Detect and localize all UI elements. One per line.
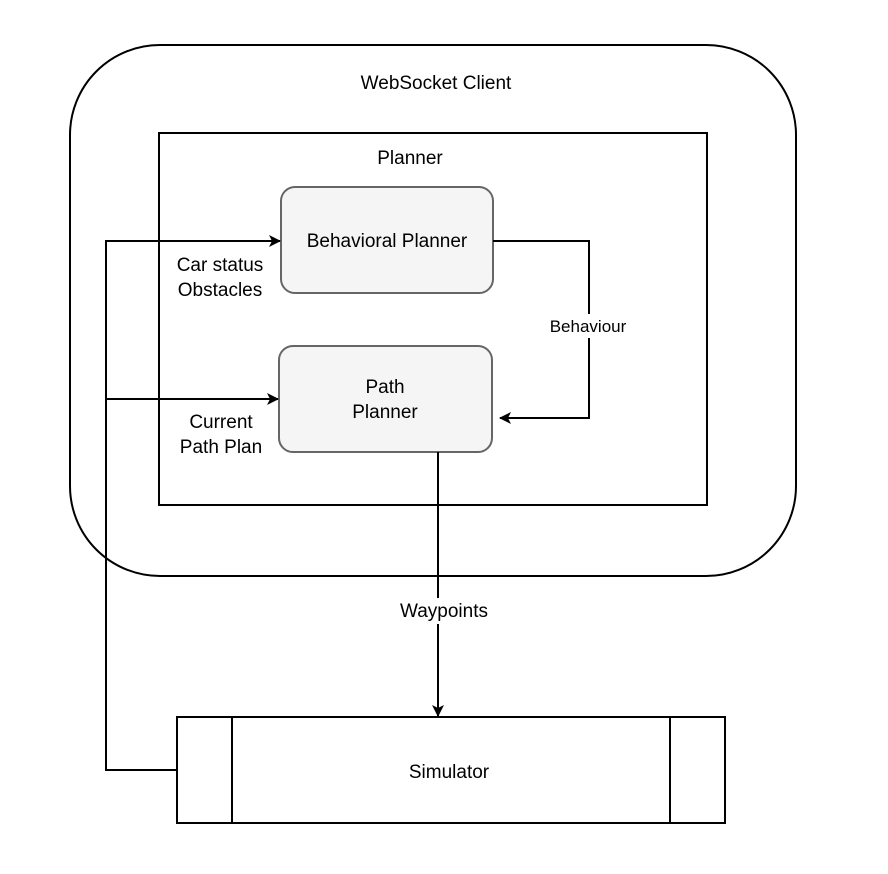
waypoints-label: Waypoints — [400, 601, 488, 622]
car-status-label-line2: Obstacles — [178, 280, 262, 301]
behaviour-label: Behaviour — [550, 317, 627, 336]
car-status-label-line1: Car status — [177, 255, 264, 276]
planner-label: Planner — [377, 148, 443, 169]
path-planner-label-line2: Planner — [352, 402, 418, 423]
waypoints-label-background — [392, 598, 496, 624]
simulator-label: Simulator — [409, 762, 490, 783]
current-path-plan-label-line1: Current — [189, 412, 253, 433]
behaviour-label-background — [542, 314, 636, 338]
car-status-edge — [105, 235, 281, 771]
websocket-client-label: WebSocket Client — [361, 73, 512, 94]
path-planner-label-line1: Path — [365, 377, 404, 398]
current-path-plan-label-line2: Path Plan — [180, 437, 262, 458]
behavioral-planner-label: Behavioral Planner — [307, 231, 468, 252]
path-planner-node — [278, 345, 493, 453]
